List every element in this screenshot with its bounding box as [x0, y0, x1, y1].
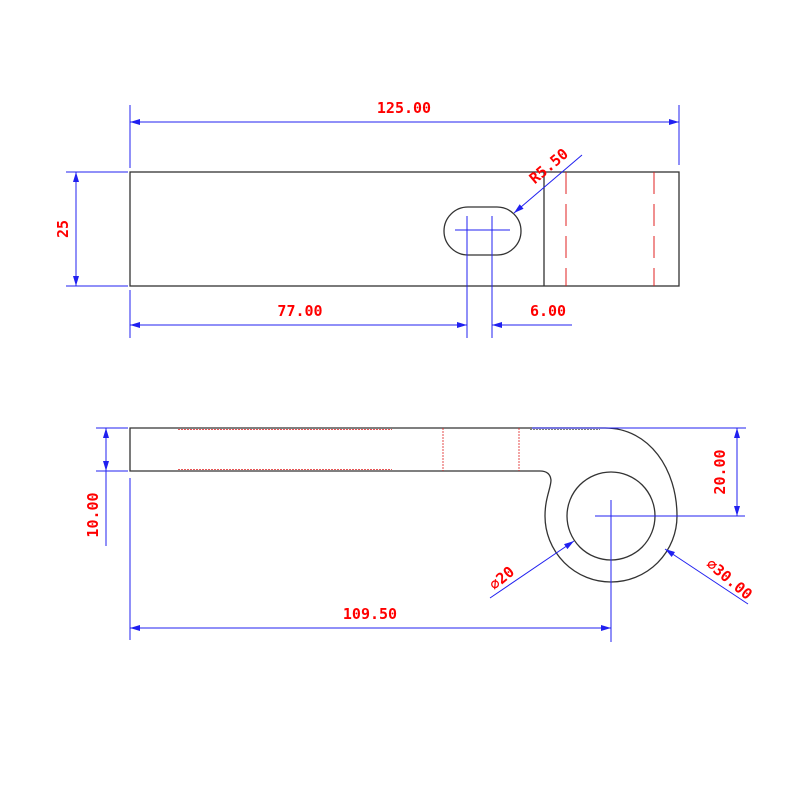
dimension-bar-thickness: 10.00: [84, 492, 102, 537]
front-view-outline: [129, 427, 678, 583]
dimension-slot-radius: R5.50: [526, 145, 572, 188]
front-view: 10.00 20.00 109.50 ⌀20 ⌀30.00: [84, 427, 756, 642]
top-view: 125.00 25 77.00 6.00 R5.50: [54, 99, 680, 338]
leader-slot-radius: [513, 154, 583, 214]
leader-inner-diameter: [489, 540, 575, 599]
top-view-outline: [129, 171, 680, 287]
leader-outer-diameter: [664, 548, 749, 605]
dimension-slot-length: 6.00: [530, 302, 566, 320]
dimension-overall-length: 125.00: [377, 99, 431, 117]
dimension-eye-offset: 20.00: [711, 449, 729, 494]
dimension-inner-diameter: ⌀20: [486, 563, 518, 594]
dimension-slot-position: 77.00: [277, 302, 322, 320]
dimension-eye-center: 109.50: [343, 605, 397, 623]
dimension-height: 25: [54, 220, 72, 238]
slot: [443, 206, 522, 256]
